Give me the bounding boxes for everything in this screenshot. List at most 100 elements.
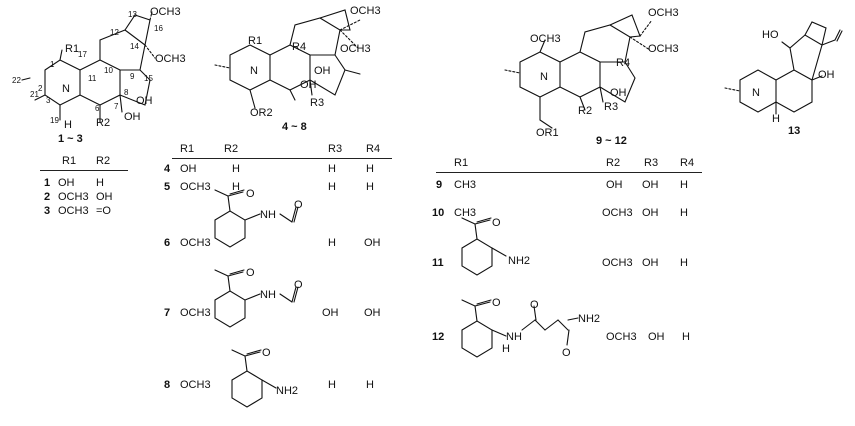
table2-row8-r1: OCH3 xyxy=(180,379,211,391)
table2-header-r4: R4 xyxy=(366,143,381,155)
structure-9-12-skeleton xyxy=(504,14,653,129)
s2-nitrogen: N xyxy=(250,65,258,77)
structure-1-3-skeleton xyxy=(21,11,156,123)
table3-row11-o: O xyxy=(492,217,501,229)
s3-or1: OR1 xyxy=(536,127,559,139)
s1-oh-a: OH xyxy=(136,95,153,107)
s4-nitrogen: N xyxy=(752,87,760,99)
table2-row8-id: 8 xyxy=(164,379,171,391)
table3-header-r4: R4 xyxy=(680,157,695,169)
table3-row9-r2: OH xyxy=(606,179,623,191)
s1-num-6: 6 xyxy=(95,104,100,113)
table2-row6-o2: O xyxy=(294,199,303,211)
table2-rule xyxy=(172,158,392,159)
table1-row2-id: 2 xyxy=(44,191,51,203)
table1-header-r2: R2 xyxy=(96,155,111,167)
table3-row12-nh2: NH2 xyxy=(578,313,601,325)
s1-num-13: 13 xyxy=(128,10,137,19)
table1-row1-r2: H xyxy=(96,177,104,189)
s1-r1: R1 xyxy=(65,43,80,55)
table3-header-r1: R1 xyxy=(454,157,469,169)
table2-row4-r3: H xyxy=(328,163,336,175)
fragment-8 xyxy=(231,349,277,408)
table2-row7-o2: O xyxy=(294,279,303,291)
table3-row11-r2: OCH3 xyxy=(602,257,633,269)
table2-row8-r3: H xyxy=(328,379,336,391)
table2-row5-r2: H xyxy=(232,181,240,193)
s3-methoxy-top: OCH3 xyxy=(648,7,679,19)
s1-r2: R2 xyxy=(96,117,111,129)
s1-methoxy-mid: OCH3 xyxy=(155,53,186,65)
s1-num-22: 22 xyxy=(12,76,21,85)
fragment-11 xyxy=(461,217,507,276)
s1-num-17: 17 xyxy=(78,50,87,59)
s1-num-12: 12 xyxy=(110,28,119,37)
s3-r2: R2 xyxy=(578,105,593,117)
table3-row10-id: 10 xyxy=(432,207,445,219)
table2-row6-r1: OCH3 xyxy=(180,237,211,249)
table3-row10-r3: OH xyxy=(642,207,659,219)
s3-r4: R4 xyxy=(616,57,631,69)
structure-13-skeleton xyxy=(724,21,843,115)
s1-num-3: 3 xyxy=(46,96,51,105)
s3-och3-left: OCH3 xyxy=(530,33,561,45)
table3-row11-r3: OH xyxy=(642,257,659,269)
table3-row10-r2: OCH3 xyxy=(602,207,633,219)
s3-compound-label: 9 ~ 12 xyxy=(596,135,627,147)
s4-h: H xyxy=(772,113,780,125)
s3-methoxy-mid: OCH3 xyxy=(648,43,679,55)
table3-row10-r4: H xyxy=(680,207,688,219)
table2-row7-id: 7 xyxy=(164,307,171,319)
table1-rule xyxy=(40,170,128,171)
s3-nitrogen: N xyxy=(540,71,548,83)
s2-oh-b: OH xyxy=(300,79,317,91)
table2-row6-nh: NH xyxy=(260,209,276,221)
table1-row2-r1: OCH3 xyxy=(58,191,89,203)
table2-row7-r1: OCH3 xyxy=(180,307,211,319)
s1-compound-label: 1 ~ 3 xyxy=(58,133,83,145)
table2-row6-r3: H xyxy=(328,237,336,249)
table2-row4-id: 4 xyxy=(164,163,171,175)
table2-row4-r4: H xyxy=(366,163,374,175)
table2-row6-o: O xyxy=(246,188,255,200)
s1-num-7: 7 xyxy=(114,102,119,111)
table2-row5-id: 5 xyxy=(164,181,171,193)
table1-row2-r2: OH xyxy=(96,191,113,203)
table3-row12-nh: NH xyxy=(506,331,522,343)
table2-header-r1: R1 xyxy=(180,143,195,155)
table2-header-r2: R2 xyxy=(224,143,239,155)
table1-row3-r1: OCH3 xyxy=(58,205,89,217)
s4-oh: OH xyxy=(818,69,835,81)
table2-row7-r4: OH xyxy=(364,307,381,319)
table3-row9-r1: CH3 xyxy=(454,179,477,191)
table3-row12-r2: OCH3 xyxy=(606,331,637,343)
table2-row6-r4: OH xyxy=(364,237,381,249)
table3-header-r2: R2 xyxy=(606,157,621,169)
table2-row4-r1: OH xyxy=(180,163,197,175)
table3-row12-o: O xyxy=(492,297,501,309)
table2-row7-o: O xyxy=(246,267,255,279)
s1-num-10: 10 xyxy=(104,66,113,75)
s1-num-9: 9 xyxy=(130,72,135,81)
s1-h: H xyxy=(64,119,72,131)
s2-methoxy-mid: OCH3 xyxy=(340,43,371,55)
s4-ho: HO xyxy=(762,29,779,41)
table2-row7-r3: OH xyxy=(322,307,339,319)
s1-num-16: 16 xyxy=(154,24,163,33)
s2-oh-a: OH xyxy=(314,65,331,77)
s3-oh: OH xyxy=(610,87,627,99)
table3-row12-o2: O xyxy=(530,299,539,311)
s2-r4: R4 xyxy=(292,41,307,53)
table3-row12-h: H xyxy=(502,343,510,355)
table3-row12-r4: H xyxy=(682,331,690,343)
table2-row5-r3: H xyxy=(328,181,336,193)
structure-4-8-skeleton xyxy=(214,9,361,109)
s2-r1: R1 xyxy=(248,35,263,47)
s3-r3: R3 xyxy=(604,101,619,113)
table2-row5-r1: OCH3 xyxy=(180,181,211,193)
table2-row4-r2: H xyxy=(232,163,240,175)
s1-methoxy-top: OCH3 xyxy=(150,6,181,18)
table3-row10-r1: CH3 xyxy=(454,207,477,219)
s1-nitrogen: N xyxy=(62,83,70,95)
s2-or2: OR2 xyxy=(250,107,273,119)
